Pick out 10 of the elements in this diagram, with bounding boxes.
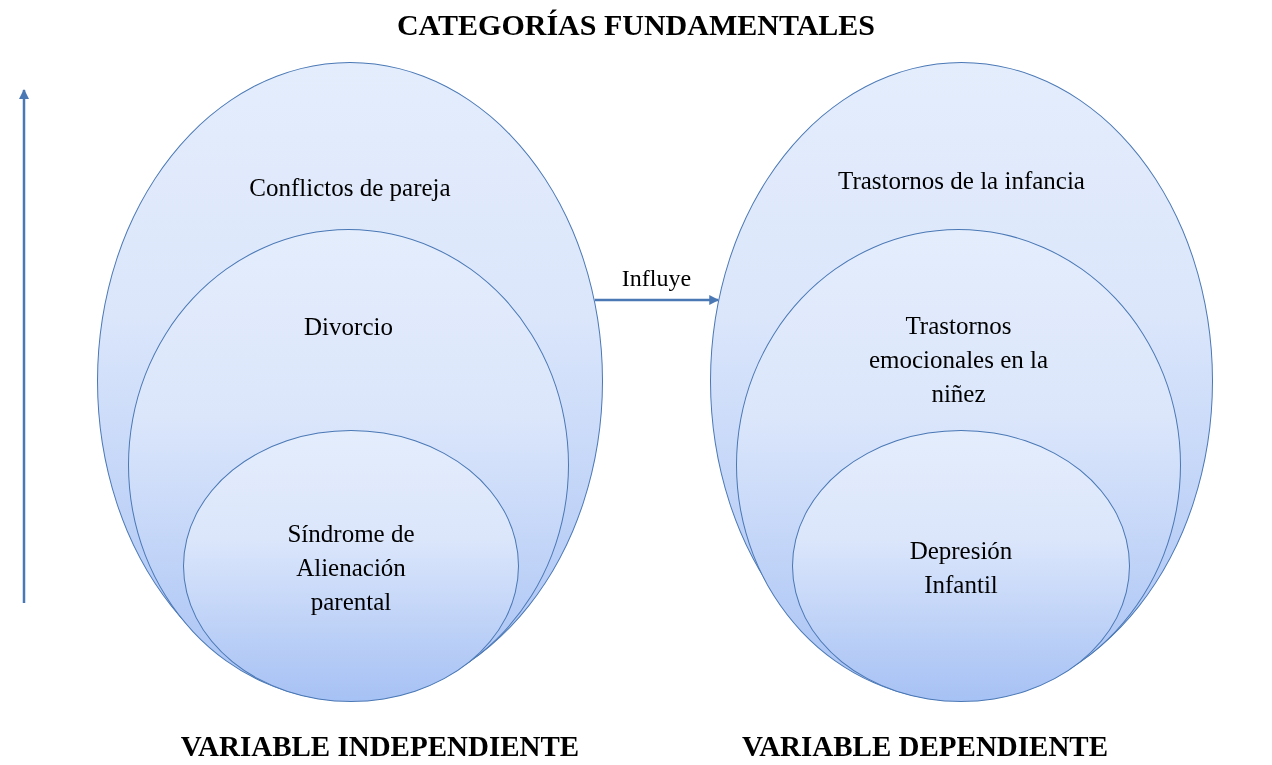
node-label: Trastornos emocionales en la niñez	[867, 311, 1050, 409]
node-label: Síndrome de Alienación parental	[286, 519, 416, 617]
node-label: Conflictos de pareja	[248, 173, 452, 203]
arrow	[594, 295, 720, 305]
variable-heading: VARIABLE INDEPENDIENTE	[180, 730, 580, 763]
node-label: Divorcio	[303, 312, 394, 342]
node-label: Trastornos de la infancia	[837, 166, 1086, 196]
node-label: Depresión Infantil	[908, 536, 1014, 600]
title: CATEGORÍAS FUNDAMENTALES	[395, 8, 877, 42]
variable-heading: VARIABLE DEPENDIENTE	[741, 730, 1109, 763]
